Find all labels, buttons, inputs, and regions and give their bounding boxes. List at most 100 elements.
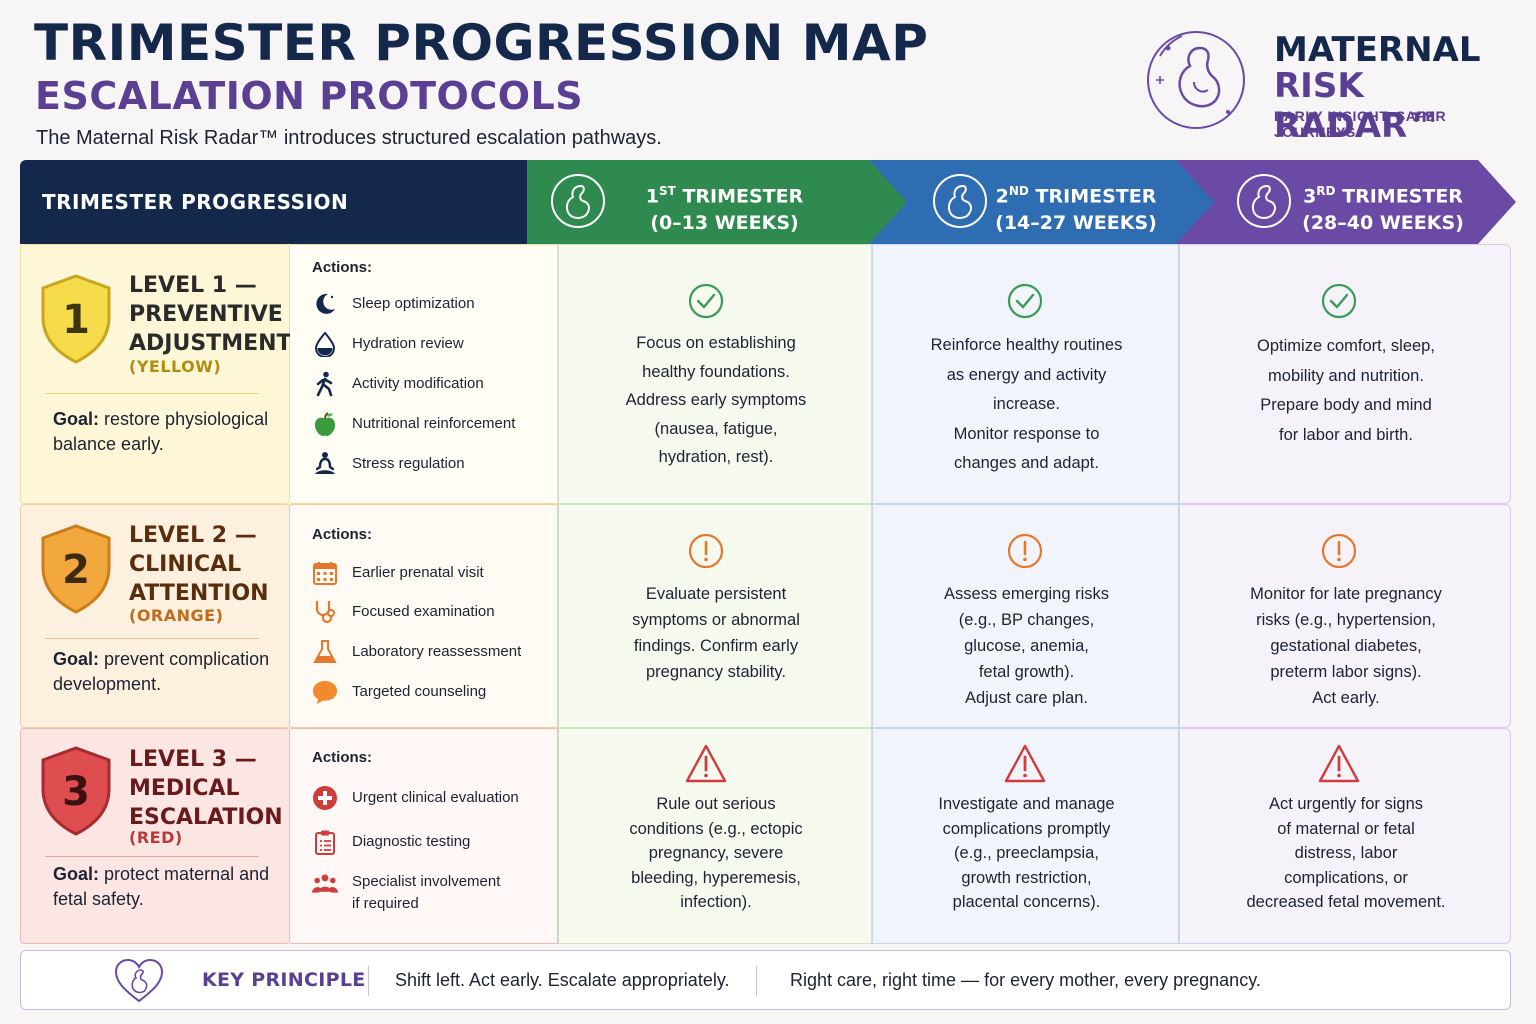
divider (45, 393, 259, 394)
heart-fetus-icon (114, 958, 164, 1003)
level-1-goal: Goal: restore physiological balance earl… (53, 409, 269, 454)
fetus-icon (933, 174, 987, 228)
brand-tagline: EARLY INSIGHT. SAFER JOURNEYS. (1274, 108, 1447, 140)
apple-icon (312, 411, 338, 437)
action-item: Activity modification (312, 371, 484, 397)
level-1-trimester-3-cell: Optimize comfort, sleep,mobility and nut… (1179, 244, 1511, 504)
water-drop-icon (312, 331, 338, 357)
fetus-icon (551, 174, 605, 228)
stethoscope-icon (312, 599, 338, 625)
chat-bubble-icon (312, 679, 338, 705)
flask-icon (312, 639, 338, 665)
level-2-trimester-2-cell: Assess emerging risks(e.g., BP changes,g… (872, 504, 1179, 728)
action-item: Sleep optimization (312, 291, 475, 317)
level-2-actions-cell: Actions: Earlier prenatal visit Focused … (290, 504, 558, 728)
trimester-3-title: 3RD TRIMESTER (28–40 WEEKS) (1302, 184, 1464, 235)
brand-name-line2: RISK RADAR™ (1274, 66, 1442, 146)
alert-circle-icon (1007, 533, 1043, 569)
actions-heading: Actions: (312, 259, 372, 276)
level-1-trimester-3-text: Optimize comfort, sleep,mobility and nut… (1257, 337, 1435, 444)
level-3-color-word: (RED) (129, 828, 183, 847)
actions-heading: Actions: (312, 526, 372, 543)
check-circle-icon (688, 283, 724, 319)
trimester-3-header: 3RD TRIMESTER (28–40 WEEKS) (1176, 160, 1518, 244)
svg-text:3: 3 (62, 769, 90, 815)
alert-circle-icon (1321, 533, 1357, 569)
trimester-1-arrow (527, 160, 910, 244)
alert-circle-icon (688, 533, 724, 569)
trimester-2-header: 2ND TRIMESTER (14–27 WEEKS) (869, 160, 1219, 244)
check-circle-icon (1007, 283, 1043, 319)
level-1-color-word: (YELLOW) (129, 357, 222, 376)
trimester-2-title: 2ND TRIMESTER (14–27 WEEKS) (995, 184, 1157, 235)
divider (45, 856, 259, 857)
page-subtitle: ESCALATION PROTOCOLS (35, 74, 584, 118)
warning-triangle-icon (685, 744, 727, 783)
check-circle-icon (1321, 283, 1357, 319)
action-item: Focused examination (312, 599, 495, 625)
key-principle-message-1: Shift left. Act early. Escalate appropri… (395, 970, 730, 990)
svg-text:2: 2 (62, 547, 90, 593)
divider (756, 966, 757, 996)
action-item: Hydration review (312, 331, 464, 357)
fetus-icon (1237, 174, 1291, 228)
level-2-shield-icon: 2 (41, 524, 111, 614)
meditation-icon (312, 451, 338, 477)
divider (368, 966, 369, 996)
warning-triangle-icon (1004, 744, 1046, 783)
clipboard-icon (312, 829, 338, 855)
trimester-1-title: 1ST TRIMESTER (0–13 WEEKS) (645, 184, 804, 235)
level-1-shield-icon: 1 (41, 274, 111, 364)
level-3-goal: Goal: protect maternal and fetal safety. (53, 864, 270, 909)
level-3-actions-cell: Actions: Urgent clinical evaluation Diag… (290, 728, 558, 944)
divider (45, 638, 259, 639)
level-3-shield-icon: 3 (41, 746, 111, 836)
action-item: Nutritional reinforcement (312, 411, 515, 437)
intro-text: The Maternal Risk Radar™ introduces stru… (36, 127, 662, 149)
medical-cross-icon (312, 785, 338, 811)
moon-icon (312, 291, 338, 317)
action-item: Laboratory reassessment (312, 639, 521, 665)
action-item: Urgent clinical evaluation (312, 785, 519, 811)
trimester-3-arrow (1176, 160, 1516, 244)
trimester-progression-header: TRIMESTER PROGRESSION (20, 160, 540, 244)
trimester-2-arrow (869, 160, 1217, 244)
key-principle-footer: KEY PRINCIPLE Shift left. Act early. Esc… (20, 950, 1511, 1010)
key-principle-message-2: Right care, right time — for every mothe… (790, 970, 1261, 990)
svg-text:1: 1 (62, 297, 90, 343)
action-item: Targeted counseling (312, 679, 486, 705)
trimester-1-header: 1ST TRIMESTER (0–13 WEEKS) (527, 160, 912, 244)
action-item: Earlier prenatal visit (312, 560, 484, 586)
trimester-progression-label: TRIMESTER PROGRESSION (42, 190, 349, 214)
actions-heading: Actions: (312, 749, 372, 766)
team-icon (312, 871, 338, 897)
brand-name-line1: MATERNAL (1274, 30, 1481, 70)
warning-triangle-icon (1318, 744, 1360, 783)
level-1-actions-cell: Actions: Sleep optimization Hydration re… (290, 244, 558, 504)
calendar-icon (312, 560, 338, 586)
level-2-trimester-2-text: Assess emerging risks(e.g., BP changes,g… (943, 585, 1110, 707)
maternal-radar-logo-icon (1147, 31, 1245, 129)
level-2-goal: Goal: prevent complication development. (53, 649, 270, 694)
walking-person-icon (312, 371, 338, 397)
